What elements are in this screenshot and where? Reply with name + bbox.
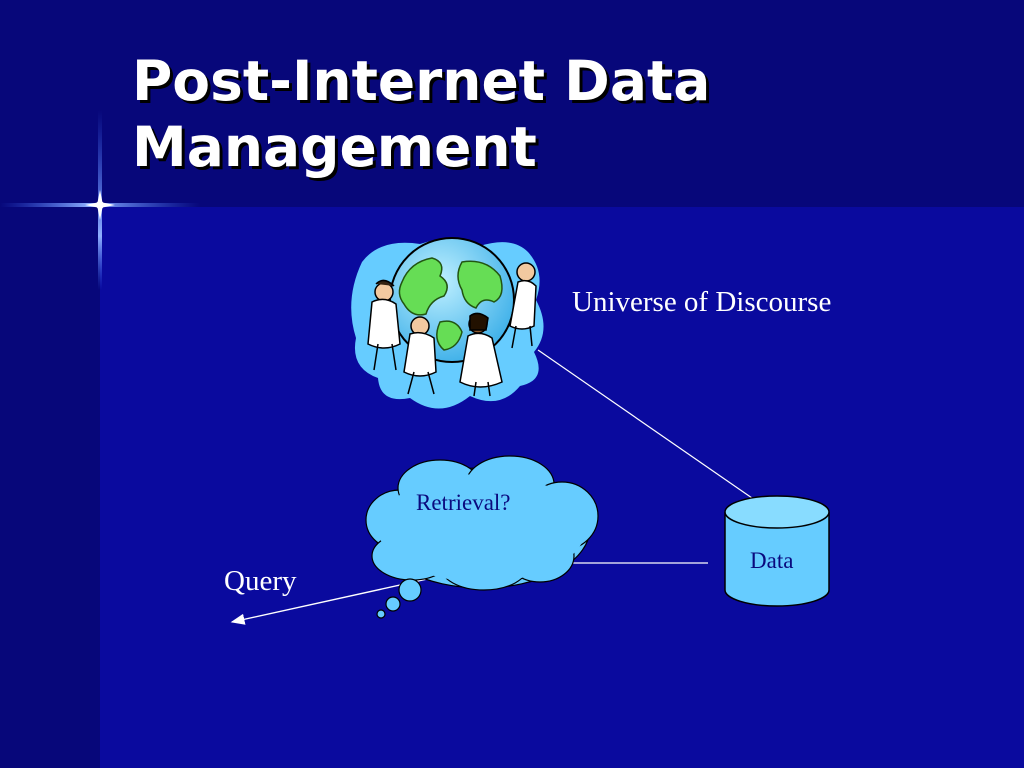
universe-to-data-line bbox=[537, 349, 753, 499]
slide-title: Post-Internet Data Management bbox=[132, 48, 992, 180]
query-label: Query bbox=[224, 565, 297, 597]
side-band bbox=[0, 0, 100, 768]
globe-with-people-clipart-icon bbox=[351, 237, 544, 409]
cloud-fill bbox=[378, 474, 586, 582]
database-cylinder-icon bbox=[724, 495, 830, 607]
universe-of-discourse-label: Universe of Discourse bbox=[572, 286, 832, 318]
header-band bbox=[0, 0, 1024, 207]
retrieval-label: Retrieval? bbox=[416, 490, 511, 515]
title-line-2: Management bbox=[132, 115, 537, 179]
data-label: Data bbox=[750, 548, 794, 573]
sparkle-star-icon bbox=[0, 110, 200, 290]
title-line-1: Post-Internet Data bbox=[132, 49, 711, 113]
